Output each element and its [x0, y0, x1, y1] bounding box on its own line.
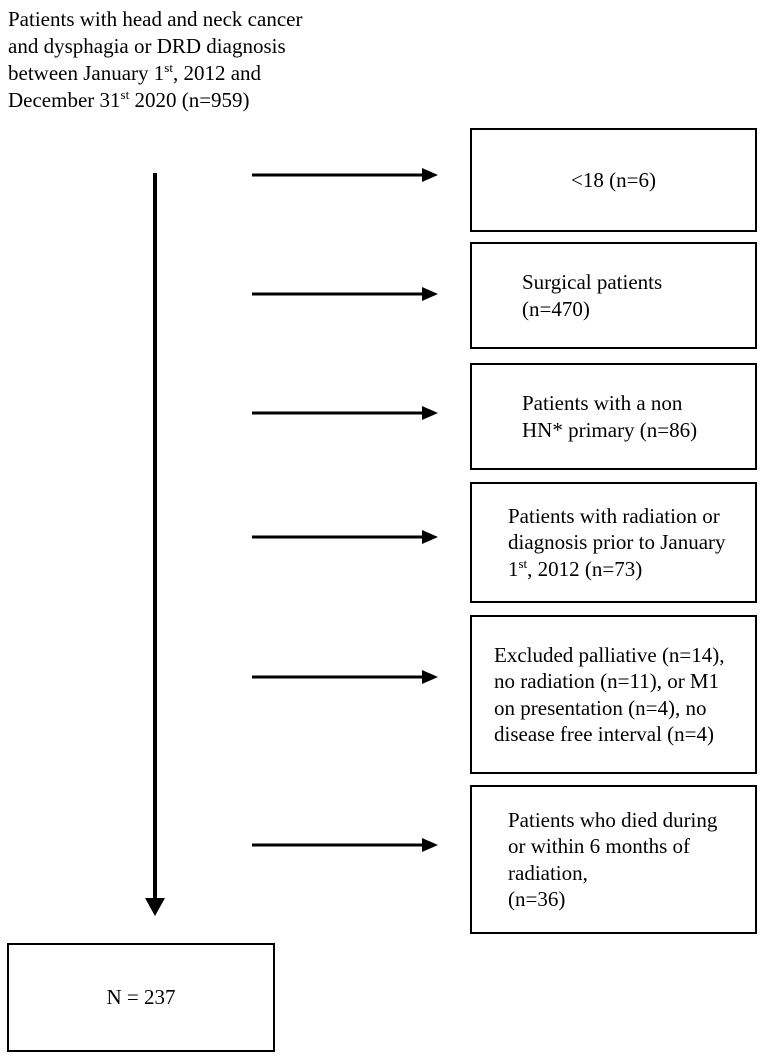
exclusion-text: HN* primary (n=86) [522, 417, 698, 442]
exclusion-text: disease free interval (n=4) [494, 722, 714, 746]
title-line-4: December 31st 2020 (n=959) [8, 87, 250, 112]
exclusion-box-excluded-palliative: Excluded palliative (n=14), no radiation… [470, 615, 757, 774]
title-line-1: Patients with head and neck cancer [8, 7, 303, 31]
arrow-right-to-non-hn [252, 406, 438, 420]
title-line-3: between January 1st, 2012 and [8, 60, 262, 85]
study-population-text: Patients with head and neck cancer and d… [8, 6, 368, 114]
arrow-right-to-palliative [252, 670, 438, 684]
arrow-right-to-died [252, 838, 438, 852]
exclusion-box-surgical-patients: Surgical patients (n=470) [470, 242, 757, 349]
exclusion-text: 1st, 2012 (n=73) [508, 555, 643, 581]
exclusion-text: Excluded palliative (n=14), [494, 642, 725, 667]
arrow-down-main [145, 173, 165, 916]
exclusion-text: Patients with radiation or [508, 503, 720, 528]
exclusion-text: radiation, [508, 860, 588, 885]
exclusion-text: no radiation (n=11), or M1 [494, 669, 720, 693]
exclusion-text: (n=470) [522, 296, 590, 321]
exclusion-box-died-within-6-months: Patients who died during or within 6 mon… [470, 785, 757, 934]
arrow-right-to-surgical [252, 287, 438, 301]
exclusion-box-prior-radiation-or-diagnosis: Patients with radiation or diagnosis pri… [470, 482, 757, 603]
final-cohort-box: N = 237 [7, 943, 275, 1052]
arrow-right-to-under-18 [252, 168, 438, 182]
exclusion-text: on presentation (n=4), no [494, 695, 707, 720]
exclusion-text: Surgical patients [522, 270, 663, 294]
exclusion-text: diagnosis prior to January [508, 530, 726, 555]
exclusion-text: <18 (n=6) [571, 167, 656, 192]
exclusion-box-non-hn-primary: Patients with a non HN* primary (n=86) [470, 363, 757, 470]
exclusion-box-under-18: <18 (n=6) [470, 128, 757, 232]
arrow-right-to-prior-radiation [252, 530, 438, 544]
exclusion-text: Patients with a non [522, 391, 683, 415]
exclusion-text: (n=36) [508, 887, 566, 911]
exclusion-text: or within 6 months of [508, 834, 690, 858]
exclusion-text: Patients who died during [508, 807, 718, 832]
final-cohort-count: N = 237 [106, 985, 176, 1009]
title-line-2: and dysphagia or DRD diagnosis [8, 34, 286, 58]
